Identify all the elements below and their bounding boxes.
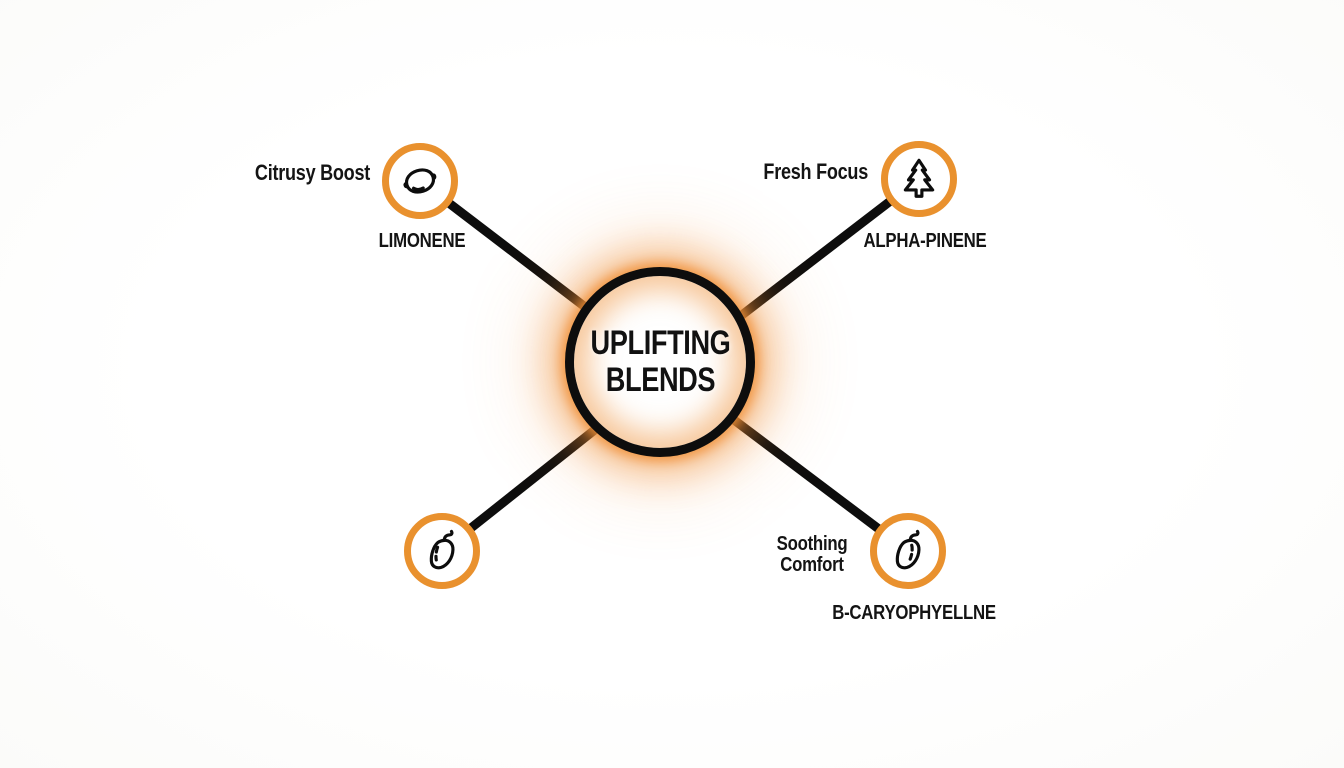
compound-label-limonene: LIMONENE: [378, 230, 466, 252]
node-label-citrusy-boost: Citrusy Boost: [254, 160, 370, 185]
node-fresh-focus: [881, 141, 957, 217]
node-label-soothing-comfort: Soothing Comfort: [776, 533, 848, 576]
node-soothing-comfort: [870, 513, 946, 589]
pine-tree-icon: [903, 158, 935, 198]
node-pepper-unlabeled: [404, 513, 480, 589]
compound-label-alpha-pinene: ALPHA-PINENE: [863, 230, 987, 252]
center-title-line1: UPLIFTING: [590, 324, 730, 362]
compound-label-b-caryophyellne: B-CARYOPHYELLNE: [832, 602, 996, 624]
center-title: UPLIFTING BLENDS: [590, 325, 730, 399]
pepper-icon: [429, 529, 455, 570]
pepper-icon: [895, 529, 921, 570]
node-label-fresh-focus: Fresh Focus: [763, 159, 868, 184]
center-node-uplifting-blends: UPLIFTING BLENDS: [565, 267, 755, 457]
node-citrusy-boost: [382, 143, 458, 219]
lemon-icon: [403, 168, 437, 194]
center-title-line2: BLENDS: [605, 361, 715, 399]
